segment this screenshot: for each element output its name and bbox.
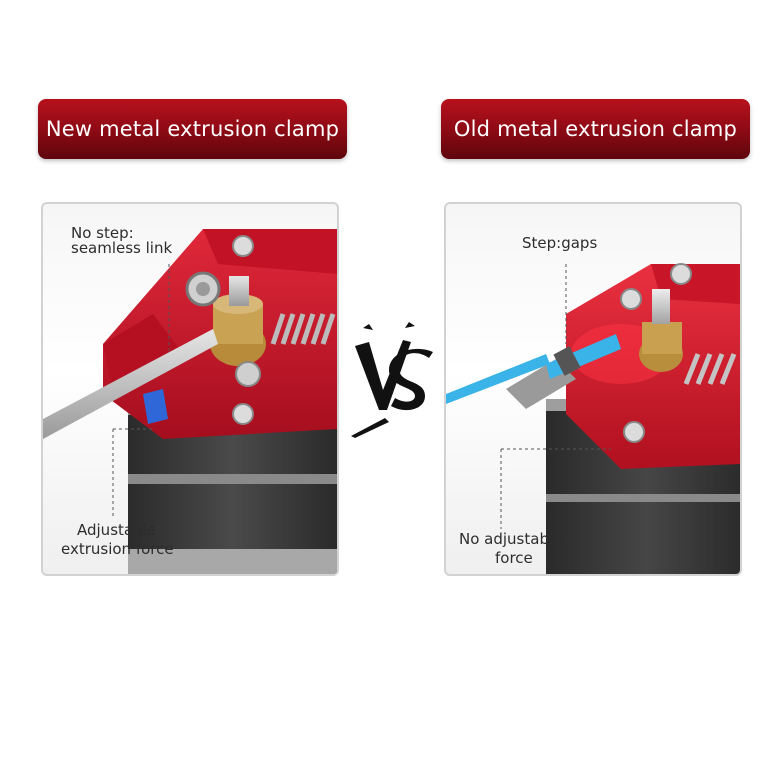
- banner-new-clamp: New metal extrusion clamp: [38, 99, 347, 159]
- new-clamp-extruder-image: [43, 229, 337, 574]
- vs-brush-icon: [351, 322, 433, 438]
- callout-no-adjustable-line1: No adjustable: [459, 530, 563, 548]
- callout-step-gaps: Step:gaps: [522, 234, 598, 252]
- callout-no-adjustable-line2: force: [495, 549, 533, 567]
- spring: [683, 353, 737, 385]
- filament-tube: [43, 329, 218, 439]
- screw-icon: [232, 235, 254, 257]
- callout-no-step-line2: seamless link: [71, 239, 173, 257]
- old-clamp-extruder-image: [446, 263, 740, 574]
- callout-adjustable-line2: extrusion force: [61, 540, 174, 558]
- new-clamp-panel: No step: seamless link Adjustable extrus…: [41, 202, 339, 576]
- screw-icon: [670, 263, 692, 285]
- blue-adjust-tab: [143, 389, 168, 424]
- spring: [270, 313, 336, 345]
- callout-no-step-line1: No step:: [71, 224, 134, 242]
- callout-adjustable-line1: Adjustable: [77, 521, 156, 539]
- old-clamp-panel: Step:gaps No adjustable force: [444, 202, 742, 576]
- blue-filament: [446, 354, 550, 404]
- banner-old-clamp: Old metal extrusion clamp: [441, 99, 750, 159]
